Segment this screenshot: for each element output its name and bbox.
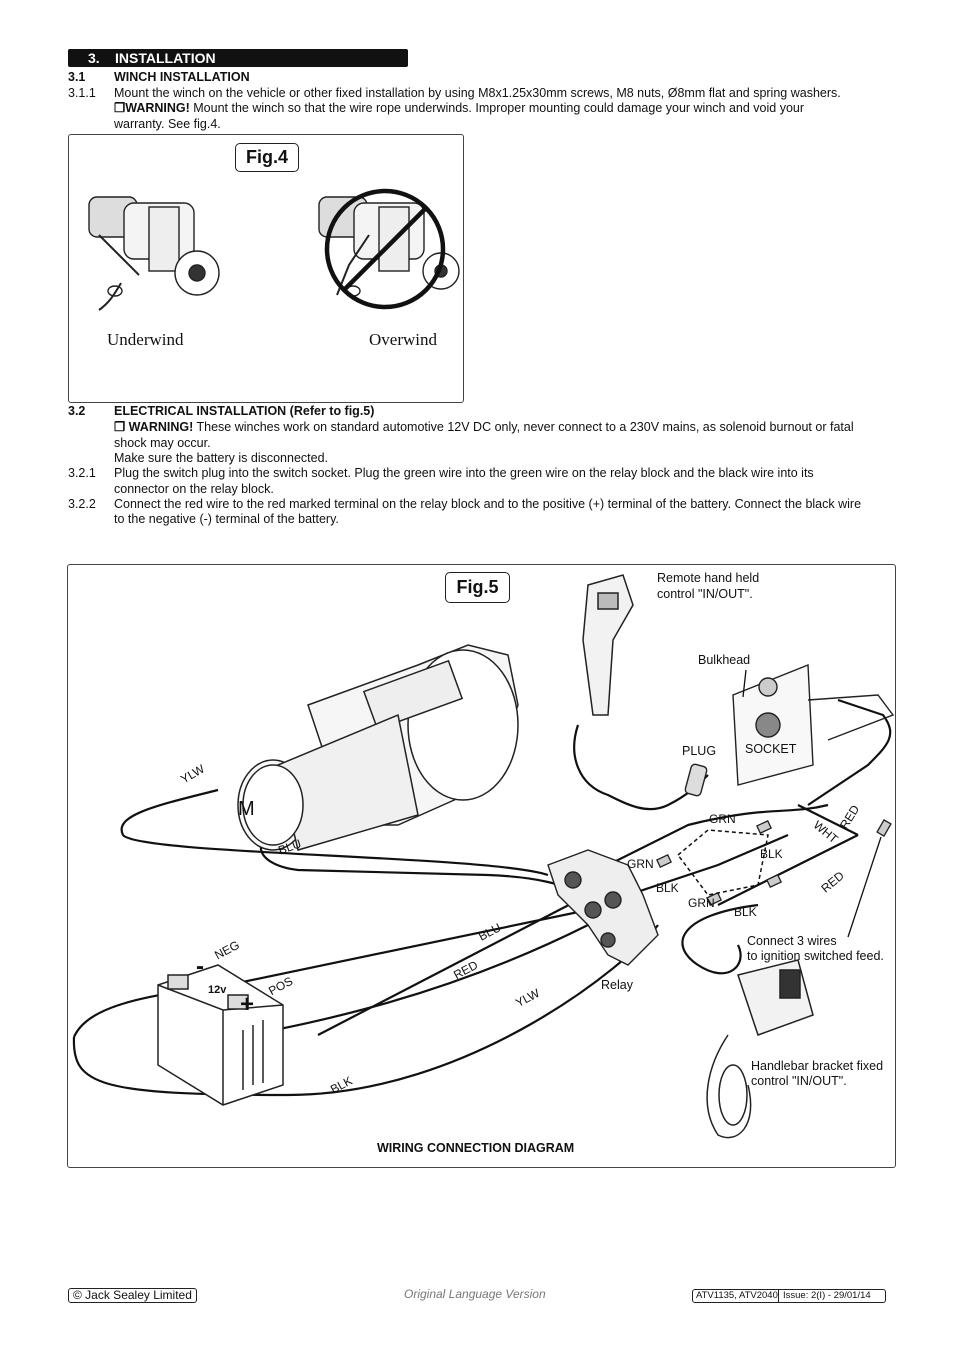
footer-copyright: © Jack Sealey Limited — [68, 1288, 197, 1303]
footer-model-box: ATV1135, ATV2040 Issue: 2(I) - 29/01/14 — [692, 1289, 886, 1303]
wire-label-grn-3: GRN — [688, 896, 715, 910]
warning-text: These winches work on standard automotiv… — [193, 420, 854, 434]
footer-language: Original Language Version — [404, 1287, 546, 1301]
ylw-wire — [120, 788, 549, 877]
section-header: 3. INSTALLATION — [68, 49, 408, 67]
warning-text: Mount the winch so that the wire rope un… — [189, 101, 805, 115]
underwind-winch — [88, 196, 220, 311]
handlebar-control — [706, 959, 814, 1139]
s32-number: 3.2 — [68, 404, 86, 418]
fig5-diagram: M — [72, 574, 895, 1139]
bulkhead-arrow — [742, 669, 747, 698]
red-feed-1 — [797, 804, 859, 836]
relay-label: Relay — [601, 978, 633, 992]
socket-label: SOCKET — [745, 742, 797, 756]
s32-line3: Make sure the battery is disconnected. — [114, 451, 329, 465]
fig5-tag: Fig.5 — [445, 572, 510, 603]
battery-voltage: 12v — [208, 984, 227, 996]
motor-label: M — [238, 798, 255, 820]
s321-number: 3.2.1 — [68, 466, 96, 480]
wht-wire — [807, 698, 892, 806]
s311-line1: Mount the winch on the vehicle or other … — [114, 86, 841, 100]
section-title: INSTALLATION — [115, 50, 216, 66]
handlebar-label-2: control "IN/OUT". — [751, 1074, 847, 1088]
plug — [684, 763, 708, 797]
positive-sign: + — [240, 991, 255, 1018]
fig5-box: M — [67, 564, 896, 1168]
remote-control — [582, 574, 634, 716]
s31-title: WINCH INSTALLATION — [114, 70, 250, 84]
remote-label-2: control "IN/OUT". — [657, 587, 753, 601]
fig4-box: Fig.4 Underwind Overwind — [68, 134, 464, 403]
s321-line1: Plug the switch plug into the switch soc… — [114, 466, 814, 480]
handlebar-label-1: Handlebar bracket fixed — [751, 1059, 884, 1073]
s321-line2: connector on the relay block. — [114, 482, 274, 496]
plug-label: PLUG — [682, 744, 717, 758]
footer-models: ATV1135, ATV2040 — [696, 1290, 778, 1301]
blk-wire-battery — [72, 924, 659, 1097]
wire-label-blk-2: BLK — [656, 881, 679, 895]
bulkhead-label: Bulkhead — [698, 653, 751, 667]
feed-arrow — [847, 836, 882, 938]
s31-number: 3.1 — [68, 70, 86, 84]
handlebar-cable — [681, 903, 759, 975]
remote-label-1: Remote hand held — [657, 571, 760, 585]
warning-label: ❒WARNING! — [114, 101, 190, 115]
negative-sign: - — [196, 953, 204, 980]
s322-number: 3.2.2 — [68, 497, 96, 511]
fig4-tag: Fig.4 — [235, 143, 299, 172]
s322-line2: to the negative (-) terminal of the batt… — [114, 512, 339, 526]
section-number: 3. — [88, 50, 100, 66]
bulkhead-socket — [732, 663, 895, 786]
s311-number: 3.1.1 — [68, 86, 96, 100]
remote-cable — [573, 724, 709, 811]
warning-label: ❒ WARNING! — [114, 420, 194, 434]
relay-block — [547, 849, 659, 966]
underwind-caption: Underwind — [107, 330, 184, 349]
winch-body — [237, 644, 519, 851]
prohibition-sign — [324, 188, 446, 310]
connectors — [656, 819, 892, 907]
wire-label-grn-1: GRN — [709, 812, 736, 826]
s32-warning: ❒ WARNING! These winches work on standar… — [114, 420, 854, 435]
s32-line2: shock may occur. — [114, 436, 211, 450]
connect-label-2: to ignition switched feed. — [747, 949, 884, 963]
grn-wire — [607, 803, 829, 866]
wire-label-blk-3: BLK — [734, 905, 757, 919]
battery — [157, 964, 284, 1106]
wire-label-blk-1: BLK — [760, 847, 783, 861]
red-feed-2 — [717, 834, 859, 906]
s311-line3: warranty. See fig.4. — [114, 117, 221, 131]
connect-label-1: Connect 3 wires — [747, 934, 837, 948]
overwind-caption: Overwind — [369, 330, 437, 349]
wire-label-grn-2: GRN — [627, 857, 654, 871]
s322-line1: Connect the red wire to the red marked t… — [114, 497, 862, 511]
footer-issue: Issue: 2(I) - 29/01/14 — [783, 1290, 871, 1301]
blk-wire-relay — [627, 833, 789, 897]
s311-warning: ❒WARNING! Mount the winch so that the wi… — [114, 101, 804, 116]
fig5-caption: WIRING CONNECTION DIAGRAM — [377, 1141, 575, 1155]
s32-title: ELECTRICAL INSTALLATION (Refer to fig.5) — [114, 404, 375, 418]
fig4-illustration — [88, 188, 460, 311]
